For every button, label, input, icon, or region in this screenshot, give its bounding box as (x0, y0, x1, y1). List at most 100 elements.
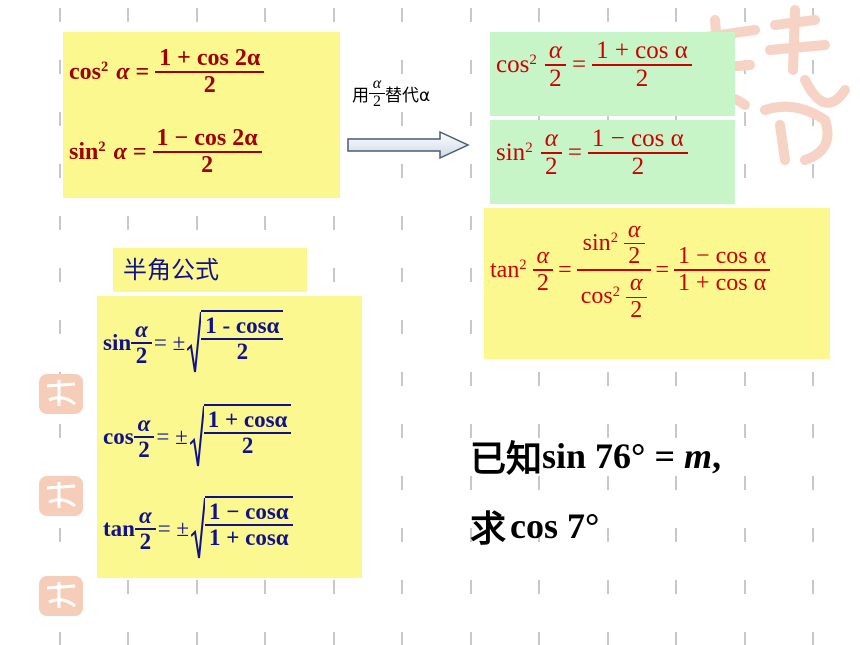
radical-sign-icon (189, 405, 204, 467)
radical-sign-icon (191, 497, 206, 559)
sin-squared-formula: sin 2 α = 1 − cos 2α 2 (69, 125, 262, 179)
radicand-fraction: 1 + cosα 2 (203, 404, 292, 470)
equals-sign: = (567, 139, 582, 167)
denominator: 2 (635, 65, 649, 93)
denominator: 2 (241, 433, 254, 459)
half-cos-squared-box: cos 2 α 2 = 1 + cos α 2 (490, 32, 735, 116)
denominator: 2 (628, 243, 641, 270)
cos-squared-formula: cos 2 α = 1 + cos 2α 2 (69, 45, 265, 99)
variable: α (116, 58, 130, 85)
exponent: 2 (519, 256, 527, 273)
radicand-fraction: 1 − cosα 1 + cosα (205, 496, 293, 562)
exponent: 2 (529, 51, 537, 68)
half-sin-formula: sin α 2 = ± 1 - cosα 2 (103, 310, 284, 376)
denominator: 2 (373, 92, 381, 110)
denominator: 2 (138, 437, 150, 462)
angle-fraction: α 2 (133, 411, 155, 462)
numerator: 1 - cosα (201, 313, 284, 341)
denominator-cos: cos 2 α 2 (577, 271, 651, 322)
denominator: 1 + cosα (209, 525, 289, 551)
exponent: 2 (101, 58, 109, 75)
denominator: 2 (631, 153, 645, 181)
denominator: 2 (536, 270, 549, 297)
fn-label: tan (490, 256, 520, 283)
denominator: 2 (549, 65, 562, 93)
fn-label: sin (496, 139, 526, 167)
numerator: α (623, 217, 645, 245)
half-sin-squared-box: sin 2 α 2 = 1 − cos α 2 (490, 120, 735, 204)
fn-label: tan (103, 516, 135, 541)
rhs-fraction: 1 − cos α 1 + cos α (674, 244, 771, 297)
denominator: 2 (545, 153, 558, 181)
problem-line-2: 求 cos 7° (470, 500, 599, 552)
half-cos-squared-formula: cos 2 α 2 = 1 + cos α 2 (496, 37, 692, 93)
denominator: 1 + cos α (678, 270, 767, 297)
substitution-prefix: 用 (352, 85, 369, 106)
numerator: α (133, 411, 155, 438)
angle-fraction: α 2 (540, 125, 562, 181)
radicand-fraction: 1 - cosα 2 (201, 310, 284, 376)
problem-find-prefix: 求 (470, 509, 507, 550)
radical-sign-icon (187, 311, 202, 373)
numerator: 1 − cos 2α (152, 125, 262, 154)
angle-fraction: α 2 (544, 37, 566, 93)
problem-comma: , (711, 436, 721, 476)
half-tan-formula: tan α 2 = ± 1 − cosα 1 + cosα (103, 496, 293, 562)
double-angle-box: cos 2 α = 1 + cos 2α 2 sin 2 α = 1 − cos… (63, 32, 340, 198)
numerator-sin: sin 2 α 2 (576, 217, 651, 272)
denominator: 2 (135, 343, 148, 368)
angle-fraction: α 2 (131, 317, 152, 368)
variable: α (113, 138, 127, 165)
square-root: 1 − cosα 1 + cosα (191, 496, 293, 562)
angle-fraction: α 2 (532, 244, 554, 297)
angle-fraction: α 2 (623, 217, 645, 270)
decorative-stamp (39, 576, 83, 616)
half-tan-squared-formula: tan 2 α 2 = sin 2 α 2 cos 2 α 2 (490, 217, 771, 323)
numerator: 1 − cos α (587, 125, 688, 155)
numerator: α (544, 37, 566, 67)
denominator: 2 (203, 72, 216, 99)
substitution-fraction: α 2 (369, 75, 385, 111)
fn-label: sin (69, 138, 99, 165)
denominator: 2 (139, 529, 152, 554)
equals-sign: = (132, 138, 147, 165)
rhs-fraction: 1 − cos α 2 (587, 125, 688, 181)
numerator: 1 − cosα (205, 499, 293, 527)
half-angle-title: 半角公式 (113, 248, 307, 292)
sin-over-cos-fraction: sin 2 α 2 cos 2 α 2 (576, 217, 651, 323)
exponent: 2 (98, 138, 106, 155)
plus-minus: = ± (153, 330, 186, 355)
square-root: 1 - cosα 2 (187, 310, 284, 376)
numerator: α (134, 503, 156, 530)
half-sin-squared-formula: sin 2 α 2 = 1 − cos α 2 (496, 125, 688, 181)
square-root: 1 + cosα 2 (189, 404, 292, 470)
problem-line-1: 已知 sin 76° = m , (470, 430, 721, 482)
denominator: 2 (236, 339, 249, 365)
half-tan-squared-box: tan 2 α 2 = sin 2 α 2 cos 2 α 2 (484, 208, 830, 359)
equals-sign: = (655, 256, 670, 283)
equals-sign: = (571, 51, 587, 79)
fn-label: cos (103, 424, 134, 449)
fn-label: cos (69, 58, 101, 85)
denominator: 2 (201, 152, 214, 179)
problem-find-math: cos 7° (510, 506, 600, 546)
plus-minus: = ± (156, 424, 188, 449)
fn-label: cos (580, 283, 613, 310)
exponent: 2 (525, 139, 533, 156)
decorative-stamp (39, 374, 83, 414)
numerator: α (540, 125, 562, 155)
denominator: 2 (630, 296, 643, 323)
exponent: 2 (610, 230, 618, 247)
fn-label: sin (103, 330, 132, 355)
substitution-suffix: 替代α (385, 85, 431, 106)
angle-fraction: α 2 (134, 503, 156, 554)
numerator: 1 − cos α (674, 244, 771, 272)
substitution-arrow (347, 130, 470, 160)
fn-label: sin (582, 230, 611, 257)
problem-known-math: sin 76° = (542, 436, 684, 476)
fraction: 1 − cos 2α 2 (152, 125, 262, 179)
plus-minus: = ± (157, 516, 190, 541)
numerator: α (369, 75, 385, 94)
numerator: α (532, 244, 554, 272)
numerator: 1 + cos α (592, 37, 692, 67)
